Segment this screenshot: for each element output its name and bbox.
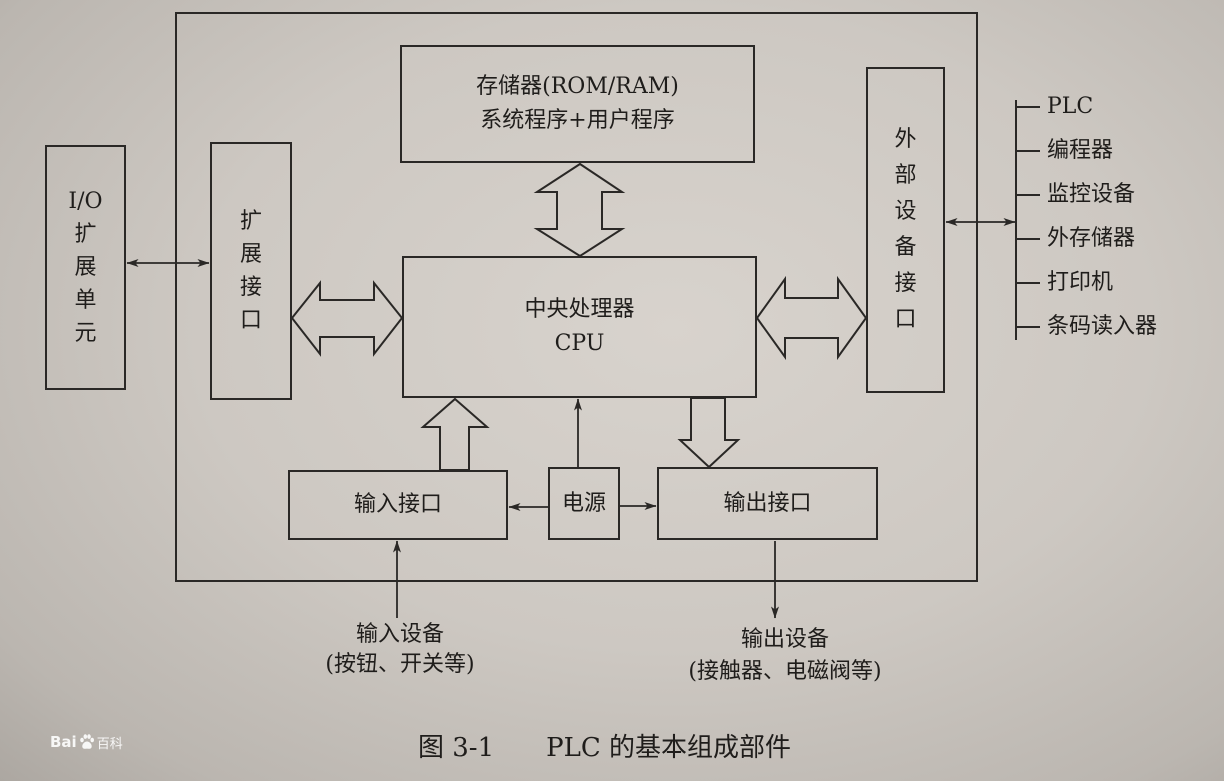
output-devices-title: 输出设备 bbox=[740, 627, 829, 652]
memory-contents-label: 系统程序+用户程序 bbox=[480, 108, 675, 133]
cpu-external-interface-bus-arrow bbox=[755, 275, 868, 361]
external-devices-bracket bbox=[1015, 100, 1040, 340]
power-supply-label: 电源 bbox=[561, 490, 606, 516]
label-char: 扩 bbox=[74, 222, 97, 247]
external-device-item: PLC bbox=[1047, 94, 1094, 119]
power-supply-box: 电源 bbox=[548, 467, 620, 540]
cpu-box: 中央处理器 CPU bbox=[402, 256, 757, 398]
input-interface-box: 输入接口 bbox=[288, 470, 508, 540]
label-char: 口 bbox=[239, 308, 262, 333]
io-expansion-unit-label: I/O 扩 展 单 元 bbox=[68, 185, 102, 350]
figure-caption: 图 3-1 PLC 的基本组成部件 bbox=[418, 731, 791, 765]
baidu-paw-icon bbox=[79, 734, 94, 749]
output-interface-box: 输出接口 bbox=[657, 467, 878, 540]
expansion-interface-box: 扩 展 接 口 bbox=[210, 142, 292, 400]
expansion-cpu-bus-arrow bbox=[290, 280, 404, 357]
external-device-item: 打印机 bbox=[1047, 270, 1114, 295]
io-expansion-unit-box: I/O 扩 展 单 元 bbox=[45, 145, 126, 390]
output-devices-examples: (接触器、电磁阀等) bbox=[688, 659, 882, 684]
input-devices-examples: (按钮、开关等) bbox=[325, 652, 475, 677]
label-char: 展 bbox=[239, 242, 262, 267]
label-char: 元 bbox=[74, 321, 97, 346]
input-interface-label: 输入接口 bbox=[353, 492, 442, 517]
output-devices-label: 输出设备 (接触器、电磁阀等) bbox=[675, 624, 895, 688]
watermark-brand-chinese: 百科 bbox=[96, 736, 123, 752]
label-char: 部 bbox=[894, 163, 917, 188]
watermark-brand-latin: Bai bbox=[50, 733, 77, 751]
external-device-item: 编程器 bbox=[1047, 138, 1114, 163]
label-char: 备 bbox=[894, 235, 917, 260]
memory-cpu-bus-arrow bbox=[533, 162, 626, 258]
expansion-interface-label: 扩 展 接 口 bbox=[240, 205, 262, 337]
cpu-to-output-arrow bbox=[677, 397, 741, 469]
label-char: 接 bbox=[239, 275, 262, 300]
label-char: 单 bbox=[74, 288, 97, 313]
input-devices-label: 输入设备 (按钮、开关等) bbox=[300, 620, 500, 680]
memory-box: 存储器(ROM/RAM) 系统程序+用户程序 bbox=[400, 45, 755, 163]
cpu-label: 中央处理器 bbox=[524, 297, 635, 322]
input-devices-title: 输入设备 bbox=[355, 622, 444, 647]
external-device-item: 条码读入器 bbox=[1047, 314, 1158, 339]
input-to-cpu-arrow bbox=[420, 397, 490, 471]
figure-number: 图 3-1 bbox=[418, 733, 495, 763]
external-device-item: 监控设备 bbox=[1047, 182, 1136, 207]
label-char: I/O bbox=[68, 189, 103, 214]
label-char: 口 bbox=[894, 307, 917, 332]
external-devices-list: PLC 编程器 监控设备 外存储器 打印机 条码读入器 bbox=[1047, 85, 1207, 349]
label-char: 展 bbox=[74, 255, 97, 280]
plc-main-frame bbox=[175, 12, 978, 582]
memory-label: 存储器(ROM/RAM) bbox=[476, 74, 679, 99]
label-char: 接 bbox=[894, 271, 917, 296]
external-device-interface-label: 外 部 设 备 接 口 bbox=[894, 122, 916, 338]
external-device-interface-box: 外 部 设 备 接 口 bbox=[866, 67, 945, 393]
cpu-abbrev-label: CPU bbox=[554, 331, 605, 356]
figure-title: PLC 的基本组成部件 bbox=[546, 733, 792, 763]
label-char: 设 bbox=[894, 199, 917, 224]
output-interface-label: 输出接口 bbox=[723, 490, 812, 516]
label-char: 扩 bbox=[239, 209, 262, 234]
label-char: 外 bbox=[894, 127, 917, 152]
external-device-item: 外存储器 bbox=[1047, 226, 1136, 251]
baidu-baike-watermark: Bai 百科 bbox=[50, 732, 123, 752]
